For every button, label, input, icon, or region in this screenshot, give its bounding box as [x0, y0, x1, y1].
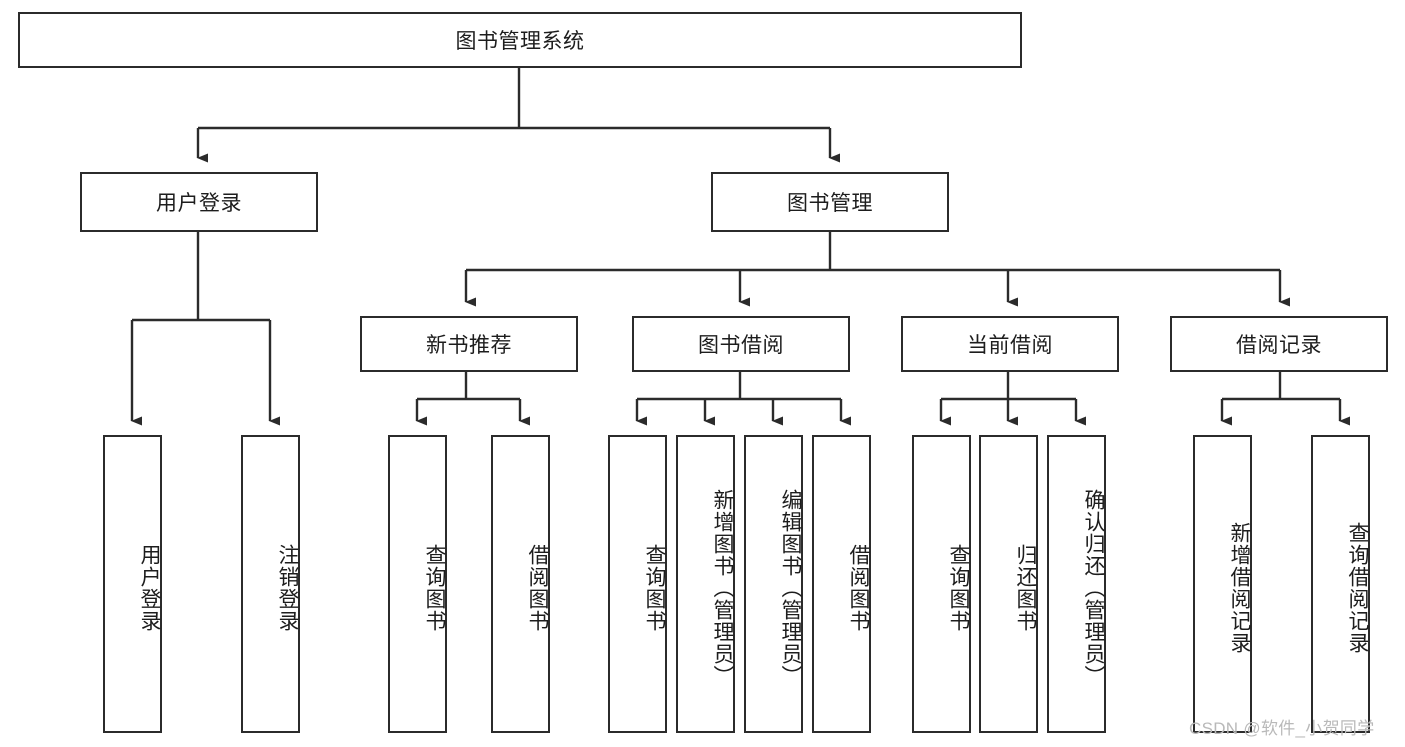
leaf-label: 归还图书 — [1014, 544, 1037, 632]
leaf-label: 新增借阅记录 — [1228, 522, 1251, 654]
leaf-label: 借阅图书 — [847, 544, 870, 632]
node-new-book-recommend-label: 新书推荐 — [426, 334, 512, 357]
leaf-label: 查询图书 — [947, 544, 970, 632]
leaf-label: 查询图书 — [423, 544, 446, 632]
leaf-label: 查询图书 — [643, 544, 666, 632]
leaf-book-borrow-4[interactable]: 借阅图书 — [812, 435, 871, 733]
leaf-label: 确认归还（管理员） — [1082, 489, 1105, 687]
node-book-management-label: 图书管理 — [787, 192, 873, 215]
node-borrow-record-label: 借阅记录 — [1236, 334, 1322, 357]
node-new-book-recommend[interactable]: 新书推荐 — [360, 316, 578, 372]
leaf-user-login-2[interactable]: 注销登录 — [241, 435, 300, 733]
leaf-current-borrow-3[interactable]: 确认归还（管理员） — [1047, 435, 1106, 733]
node-root[interactable]: 图书管理系统 — [18, 12, 1022, 68]
leaf-user-login-1[interactable]: 用户登录 — [103, 435, 162, 733]
leaf-label: 编辑图书（管理员） — [779, 489, 802, 687]
leaf-current-borrow-2[interactable]: 归还图书 — [979, 435, 1038, 733]
leaf-label: 借阅图书 — [526, 544, 549, 632]
leaf-current-borrow-1[interactable]: 查询图书 — [912, 435, 971, 733]
watermark: CSDN @软件_小贺同学 — [1189, 719, 1375, 738]
node-borrow-record[interactable]: 借阅记录 — [1170, 316, 1388, 372]
leaf-book-borrow-2[interactable]: 新增图书（管理员） — [676, 435, 735, 733]
node-current-borrow-label: 当前借阅 — [967, 334, 1053, 357]
leaf-label: 用户登录 — [138, 544, 161, 632]
leaf-new-book-2[interactable]: 借阅图书 — [491, 435, 550, 733]
leaf-book-borrow-3[interactable]: 编辑图书（管理员） — [744, 435, 803, 733]
leaf-label: 新增图书（管理员） — [711, 489, 734, 687]
leaf-label: 查询借阅记录 — [1346, 522, 1369, 654]
node-user-login-label: 用户登录 — [156, 192, 242, 215]
node-book-borrow-label: 图书借阅 — [698, 334, 784, 357]
leaf-book-borrow-1[interactable]: 查询图书 — [608, 435, 667, 733]
leaf-label: 注销登录 — [276, 544, 299, 632]
node-current-borrow[interactable]: 当前借阅 — [901, 316, 1119, 372]
node-book-borrow[interactable]: 图书借阅 — [632, 316, 850, 372]
node-root-label: 图书管理系统 — [455, 30, 585, 53]
node-user-login[interactable]: 用户登录 — [80, 172, 318, 232]
leaf-new-book-1[interactable]: 查询图书 — [388, 435, 447, 733]
node-book-management[interactable]: 图书管理 — [711, 172, 949, 232]
leaf-borrow-record-1[interactable]: 新增借阅记录 — [1193, 435, 1252, 733]
leaf-borrow-record-2[interactable]: 查询借阅记录 — [1311, 435, 1370, 733]
